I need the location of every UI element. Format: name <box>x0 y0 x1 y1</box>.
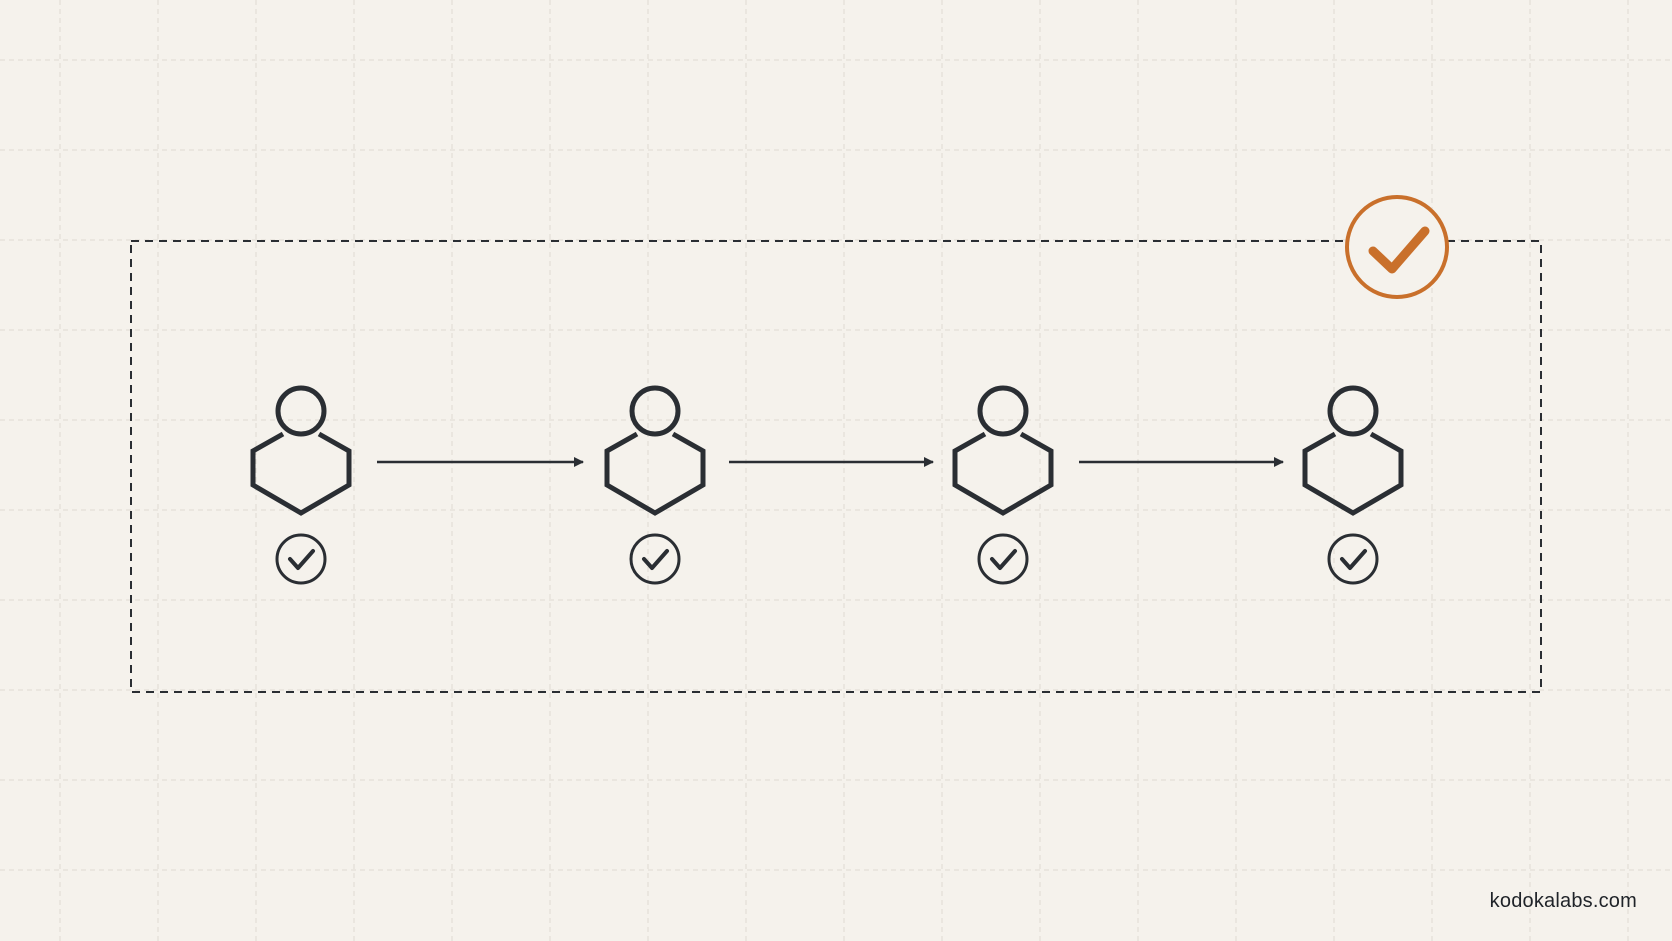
workflow-node <box>604 385 706 585</box>
workflow-node <box>952 385 1054 585</box>
watermark: kodokalabs.com <box>1489 890 1637 912</box>
workflow-node <box>250 385 352 585</box>
check-circle-icon <box>275 533 327 585</box>
approval-check-icon <box>1345 195 1449 299</box>
person-hexagon-icon <box>250 385 352 516</box>
person-hexagon-icon <box>604 385 706 516</box>
person-hexagon-icon <box>952 385 1054 516</box>
dashed-container <box>130 240 1542 693</box>
check-circle-icon <box>977 533 1029 585</box>
person-hexagon-icon <box>1302 385 1404 516</box>
workflow-node <box>1302 385 1404 585</box>
workflow-nodes <box>250 385 1404 585</box>
check-circle-icon <box>1327 533 1379 585</box>
check-circle-icon <box>629 533 681 585</box>
